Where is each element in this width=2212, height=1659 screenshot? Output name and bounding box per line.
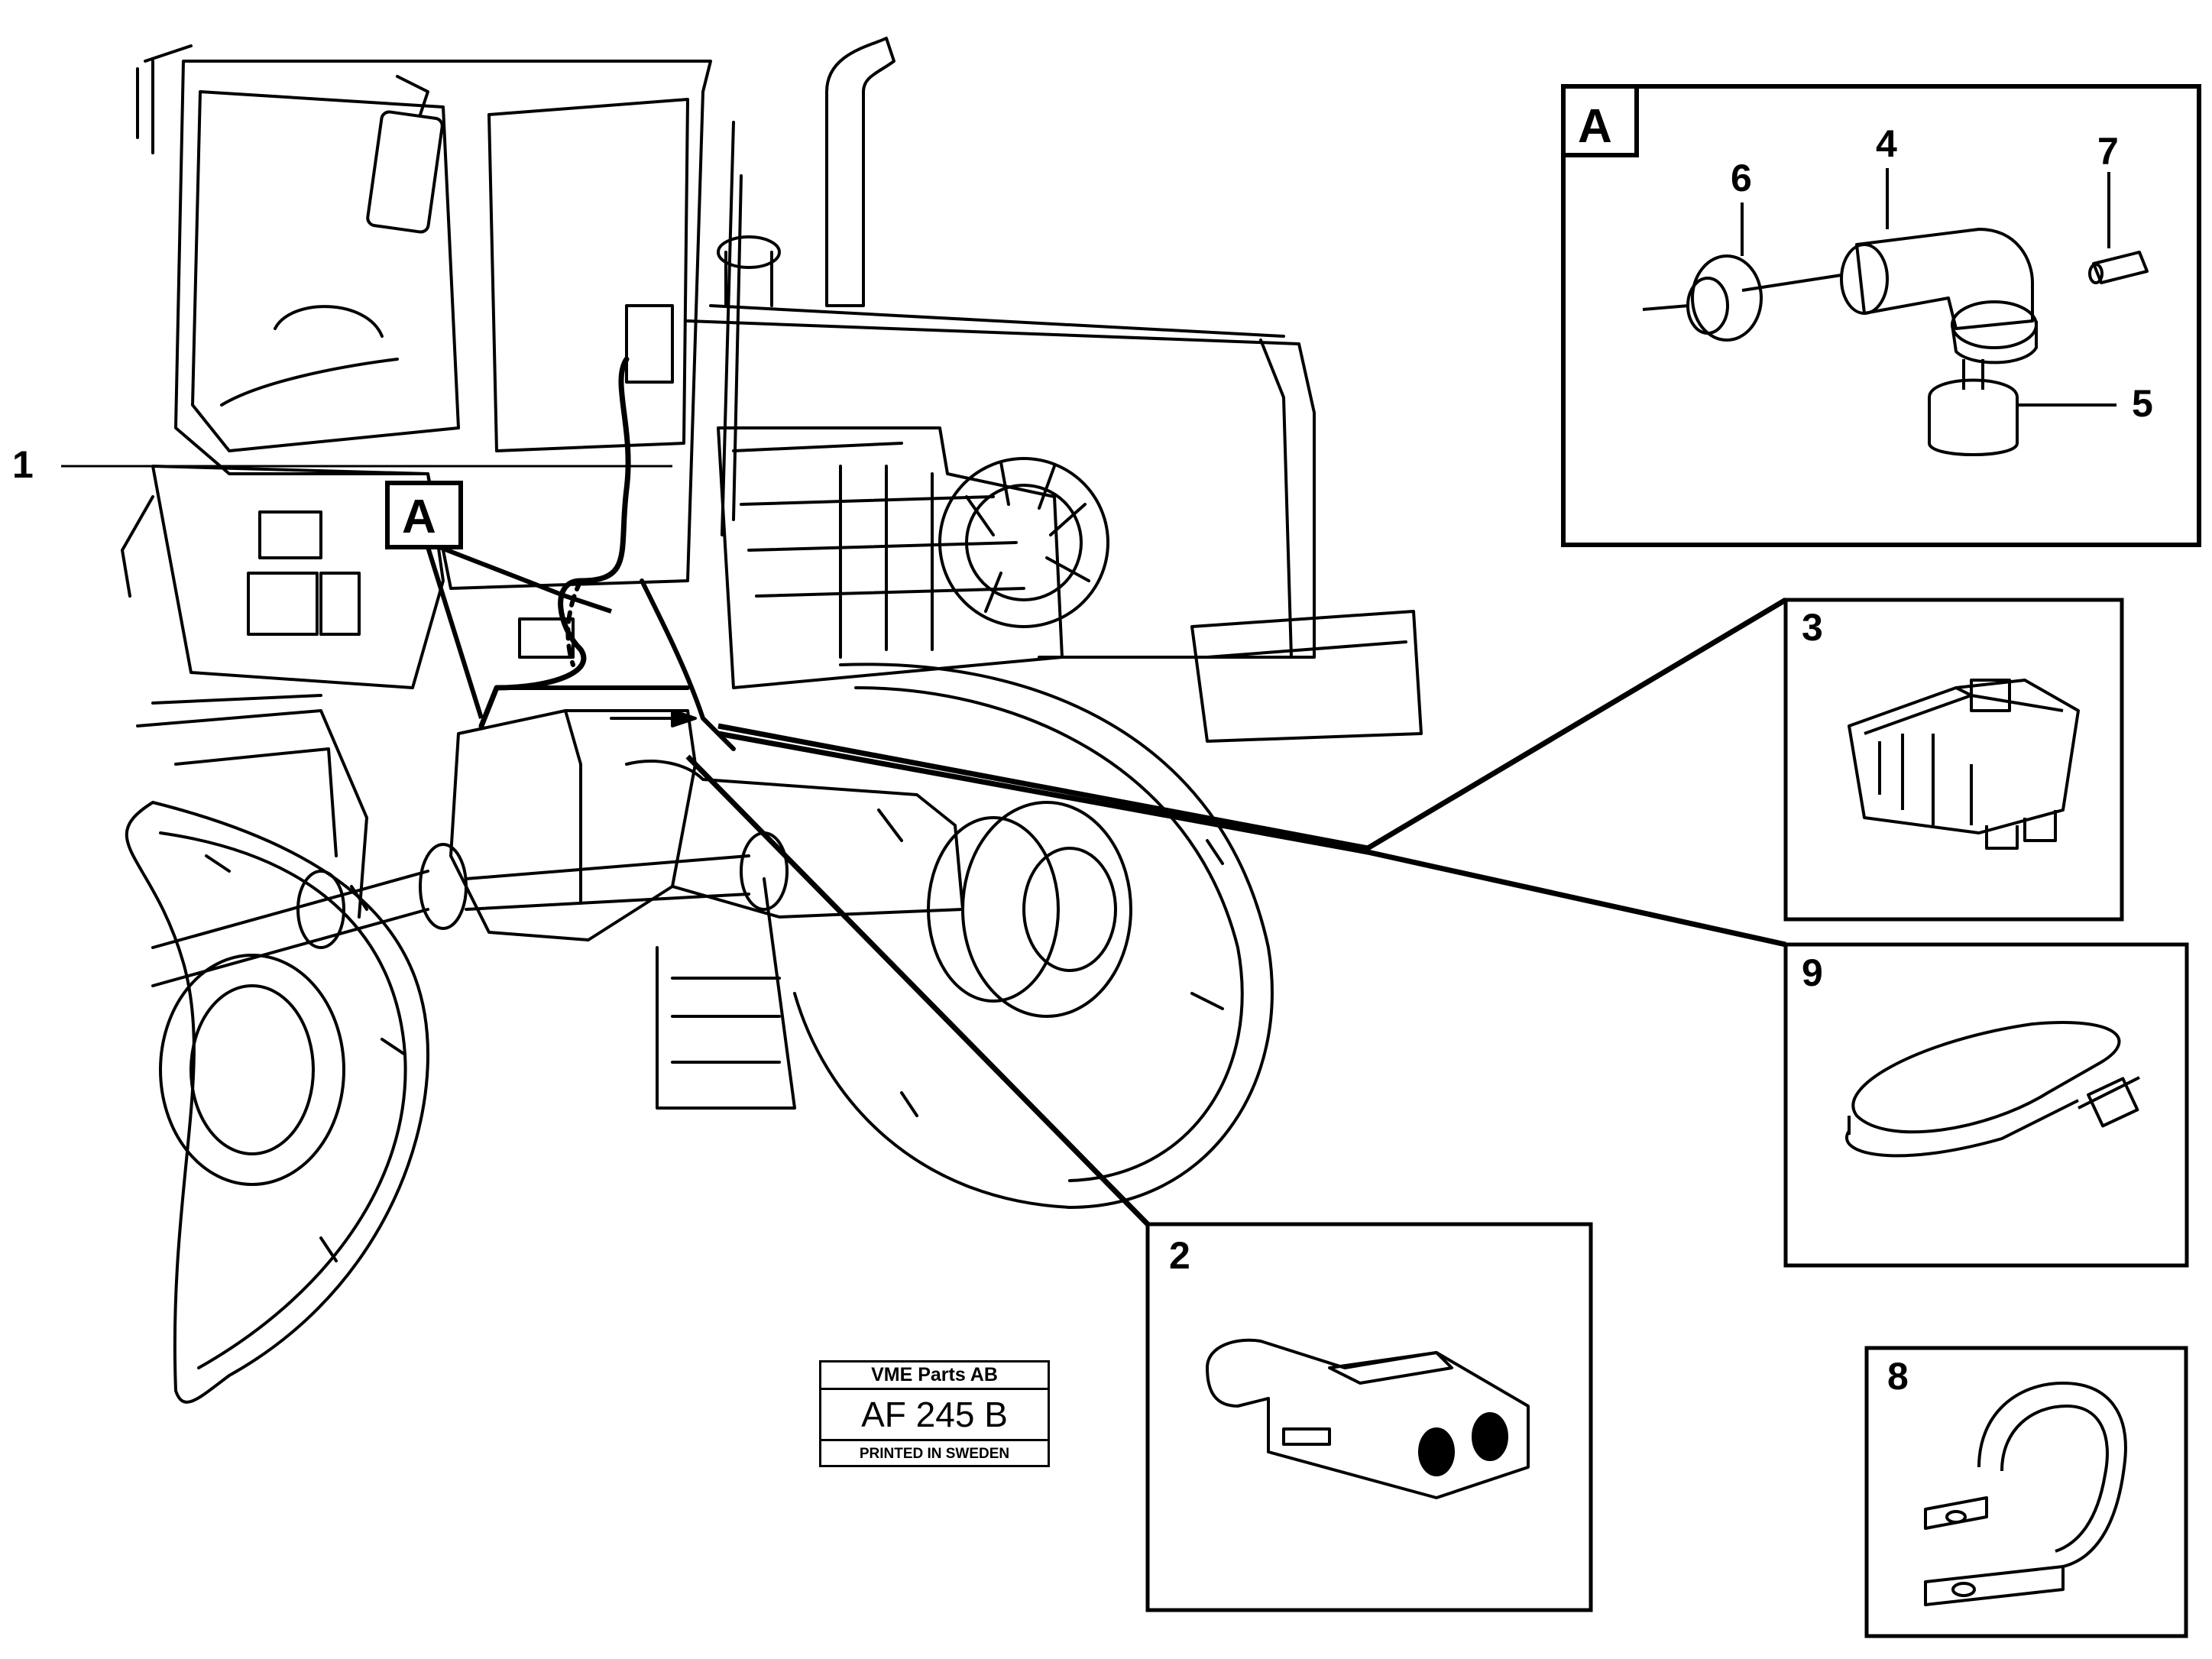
stamp-company: VME Parts AB <box>821 1363 1048 1390</box>
callout-9: 9 <box>1802 951 1823 994</box>
callout-2: 2 <box>1169 1234 1190 1277</box>
wheel-loader-illustration <box>121 37 1423 1404</box>
plug-5-part <box>1928 378 2019 456</box>
detail-a-label: A <box>1578 100 1612 153</box>
terminal-7-part <box>2092 251 2149 284</box>
view-a-marker-box <box>385 481 463 549</box>
nut-6-part <box>1691 254 1763 342</box>
detail-8-panel: 8 <box>1864 1346 2188 1638</box>
elbow-4-part <box>1855 228 2034 330</box>
parts-stamp: VME Parts AB AF 245 B PRINTED IN SWEDEN <box>819 1360 1050 1467</box>
callout-7: 7 <box>2097 130 2119 173</box>
callout-4: 4 <box>1876 122 1897 165</box>
callout-8: 8 <box>1887 1355 1909 1398</box>
detail-3-panel: 3 <box>1783 598 2124 922</box>
detail-leaders <box>685 597 1787 1226</box>
stamp-code: AF 245 B <box>821 1390 1048 1441</box>
callout-5: 5 <box>2132 382 2153 425</box>
detail-2-panel: 2 <box>1145 1222 1593 1612</box>
stamp-printed: PRINTED IN SWEDEN <box>859 1446 1010 1462</box>
detail-9-panel: 9 <box>1783 942 2189 1268</box>
view-a-leader <box>426 545 612 719</box>
view-a-marker-label: A <box>402 491 436 543</box>
callout-3: 3 <box>1802 606 1823 649</box>
detail-a-panel: A 6 4 7 5 <box>1561 84 2201 547</box>
callout-1: 1 <box>12 443 34 486</box>
callout-6: 6 <box>1731 157 1752 199</box>
